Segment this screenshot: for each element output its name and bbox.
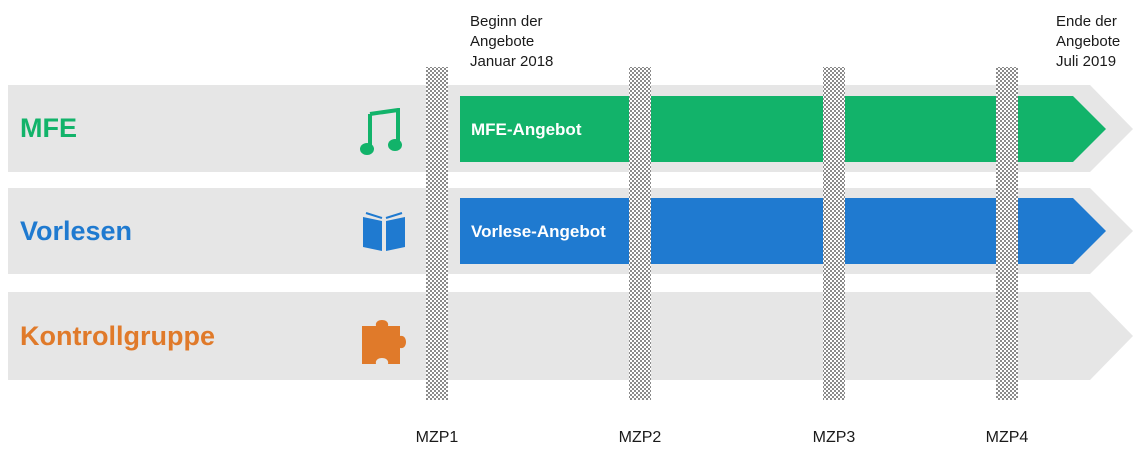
- start-note: Beginn der Angebote Januar 2018: [470, 12, 553, 72]
- mzp1-divider: [426, 67, 448, 400]
- end-note-line-2: Angebote: [1056, 33, 1121, 50]
- puzzle-piece-icon: [362, 320, 406, 364]
- mfe-offer-bar: [460, 96, 1106, 162]
- lane-kontrollgruppe-background: [8, 292, 1133, 380]
- mzp3-label: MZP3: [812, 429, 856, 446]
- mfe-offer-label: MFE-Angebot: [471, 120, 582, 139]
- end-note-line-1: Ende der: [1056, 13, 1117, 30]
- start-note-line-3: Januar 2018: [470, 53, 554, 70]
- mzp2-label: MZP2: [618, 429, 662, 446]
- group-label-kontrollgruppe: Kontrollgruppe: [20, 321, 215, 351]
- mzp4-divider: [996, 67, 1018, 400]
- mzp4-label: MZP4: [985, 429, 1029, 446]
- start-note-line-1: Beginn der: [470, 13, 543, 30]
- mzp1-label: MZP1: [415, 429, 459, 446]
- music-note-icon: [360, 108, 402, 155]
- group-label-mfe: MFE: [20, 113, 77, 143]
- group-label-vorlesen: Vorlesen: [20, 216, 133, 246]
- vorlese-offer-label: Vorlese-Angebot: [471, 222, 606, 241]
- mzp2-divider: [629, 67, 651, 400]
- open-book-icon: [363, 212, 405, 251]
- end-note-line-3: Juli 2019: [1056, 53, 1117, 70]
- end-note: Ende der Angebote Juli 2019: [1056, 12, 1120, 72]
- mzp3-divider: [823, 67, 845, 400]
- start-note-line-2: Angebote: [470, 33, 535, 50]
- vorlese-offer-bar: [460, 198, 1106, 264]
